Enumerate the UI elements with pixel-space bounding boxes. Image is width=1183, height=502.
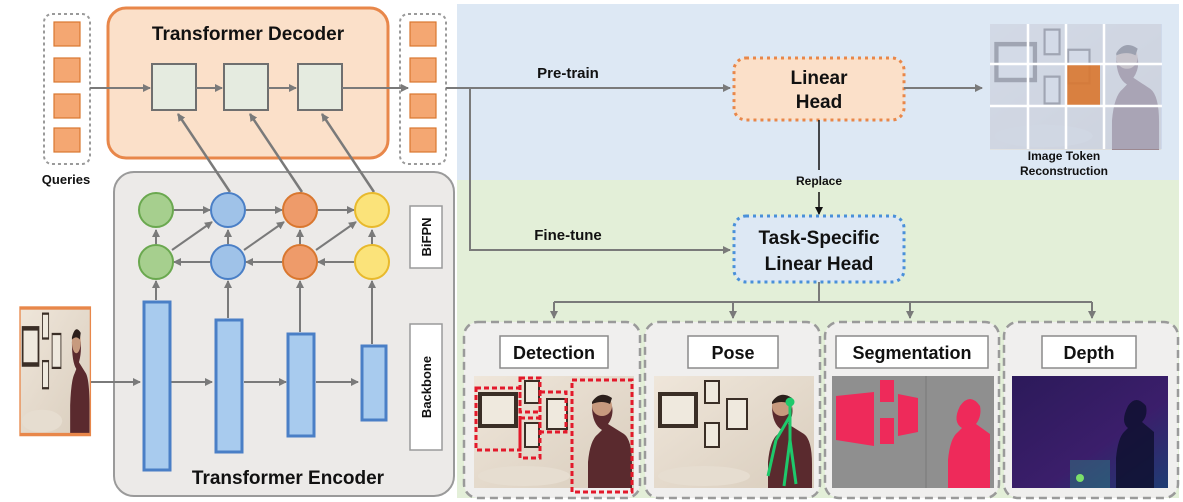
- segmentation-masks: [836, 380, 990, 488]
- query-token: [53, 127, 81, 153]
- task-label-pose: Pose: [711, 343, 754, 363]
- bifpn-node: [354, 192, 390, 228]
- bifpn-node: [282, 192, 318, 228]
- task-label-depth: Depth: [1064, 343, 1115, 363]
- pose-skeleton: [766, 397, 798, 487]
- pretrain-label: Pre-train: [537, 65, 599, 82]
- decoder-title: Transformer Decoder: [152, 24, 345, 45]
- task-label-segmentation: Segmentation: [852, 343, 971, 363]
- bifpn-node: [210, 244, 246, 280]
- output-token: [409, 127, 437, 153]
- linear-head-line2: Head: [796, 92, 842, 113]
- backbone-label-box: [409, 323, 443, 451]
- backbone-stage: [142, 300, 172, 472]
- task-specific-head: [732, 214, 906, 284]
- bifpn-node: [138, 192, 174, 228]
- finetune-label: Fine-tune: [534, 227, 602, 244]
- task-fanout: [550, 282, 1096, 319]
- backbone-stage: [360, 344, 388, 422]
- detection-boxes: [474, 376, 634, 494]
- bifpn-node: [138, 244, 174, 280]
- task-label-detection: Detection: [513, 343, 595, 363]
- query-tokens: [53, 21, 81, 153]
- output-token: [409, 21, 437, 47]
- bifpn-label: BiFPN: [419, 218, 434, 257]
- bifpn-connections: [152, 206, 376, 266]
- query-token: [53, 93, 81, 119]
- bifpn-to-decoder-arrows: [176, 113, 376, 193]
- bifpn-label-box: [409, 205, 443, 269]
- bifpn-node: [282, 244, 318, 280]
- patch-grid: [990, 24, 1162, 149]
- bifpn-node: [210, 192, 246, 228]
- decoder-layer: [297, 63, 343, 111]
- query-token: [53, 57, 81, 83]
- reconstructed-patch: [1066, 64, 1100, 106]
- decoder-layer: [223, 63, 269, 111]
- queries-label: Queries: [42, 172, 90, 187]
- output-token: [409, 93, 437, 119]
- task-head-line1: Task-Specific: [758, 228, 880, 249]
- backbone-label: Backbone: [419, 356, 434, 418]
- replace-label: Replace: [796, 174, 842, 188]
- reconstruction-line2: Reconstruction: [1020, 164, 1108, 178]
- task-head-line2: Linear Head: [765, 254, 874, 275]
- bifpn-node: [354, 244, 390, 280]
- input-image: [19, 306, 92, 437]
- output-tokens: [409, 21, 437, 153]
- linear-head-line1: Linear: [790, 68, 848, 89]
- output-token: [409, 57, 437, 83]
- reconstruction-line1: Image Token: [1028, 149, 1100, 163]
- encoder-title: Transformer Encoder: [192, 468, 385, 489]
- backbone-stage: [286, 332, 316, 438]
- detection-image: [474, 376, 634, 488]
- query-token: [53, 21, 81, 47]
- backbone-stage: [214, 318, 244, 454]
- decoder-layer: [151, 63, 197, 111]
- backbone-arrows: [86, 280, 376, 386]
